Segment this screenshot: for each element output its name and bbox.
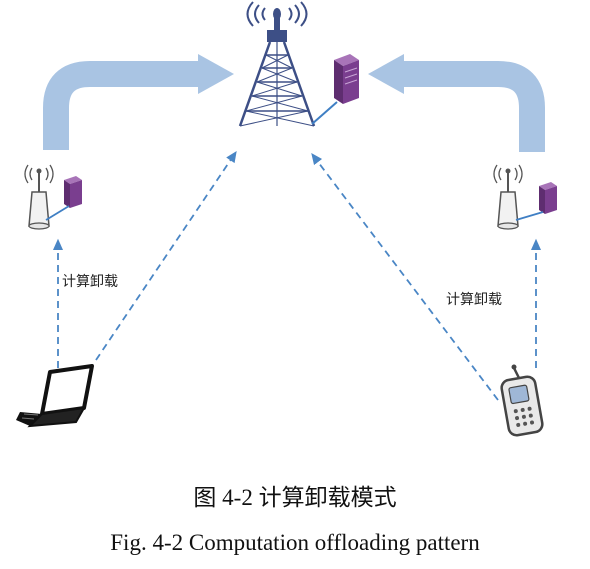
upload-arrow-right (368, 54, 545, 152)
offload-label-right: 计算卸载 (446, 292, 502, 308)
access-point-icon (493, 164, 523, 230)
figure-caption-chinese: 图 4-2 计算卸载模式 (193, 485, 397, 510)
server-link (311, 101, 338, 125)
offload-path-phone-to-tower (311, 152, 499, 401)
upload-arrow-left (43, 54, 234, 150)
server-link (45, 205, 70, 221)
offload-path-laptop-to-tower (95, 150, 237, 361)
server-link (515, 211, 544, 221)
server-icon (334, 54, 359, 104)
offload-label-left: 计算卸载 (62, 274, 118, 290)
access-point-icon (24, 164, 54, 230)
server-icon (539, 182, 557, 214)
cell-tower-icon (238, 1, 316, 127)
laptop-icon (16, 364, 94, 428)
wifi-signal-icon (246, 1, 308, 27)
mobile-phone-icon (500, 364, 544, 437)
figure-caption-english: Fig. 4-2 Computation offloading pattern (110, 530, 480, 555)
server-icon (64, 176, 82, 208)
